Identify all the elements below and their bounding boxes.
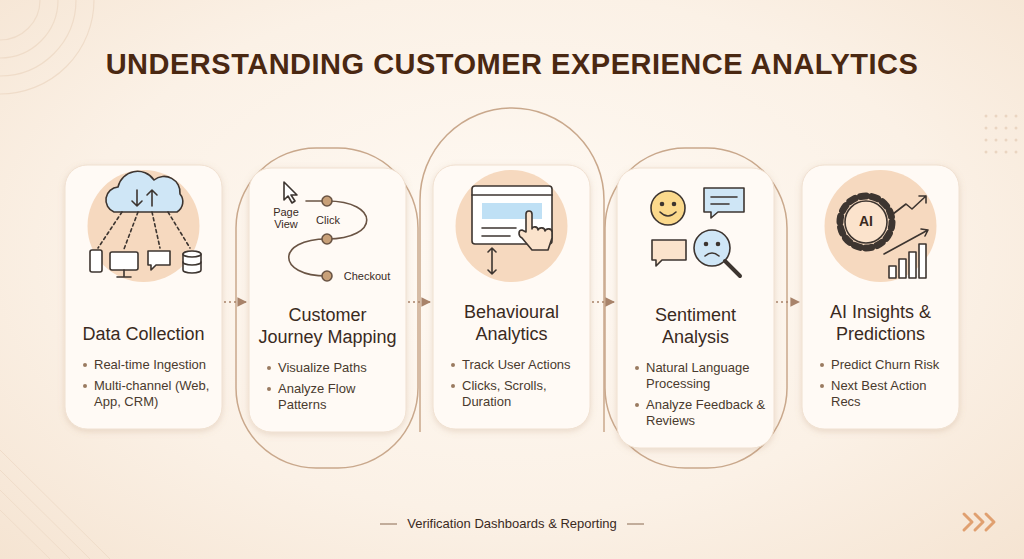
bullet-item: Analyze Feedback & Reviews	[629, 397, 766, 429]
journey-step-label: Click	[311, 214, 345, 226]
corner-circles	[0, 0, 94, 94]
flow-arrow	[776, 301, 800, 303]
bullet-text: Next Best Action Recs	[831, 378, 951, 410]
bullet-dot	[451, 363, 455, 367]
process-card: AI Insights & PredictionsPredict Churn R…	[802, 165, 959, 429]
bullet-text: Visualize Paths	[278, 360, 367, 376]
bullet-dot	[83, 363, 87, 367]
process-card: Customer Journey MappingVisualize PathsA…	[249, 168, 406, 432]
bullet-list: Real-time IngestionMulti-channel (Web, A…	[73, 357, 214, 410]
dot-grid	[985, 115, 1018, 154]
icons	[88, 170, 937, 282]
card-heading: Customer Journey Mapping	[257, 304, 398, 348]
bullet-text: Analyze Flow Patterns	[278, 381, 398, 413]
card-heading: Behavioural Analytics	[441, 301, 582, 345]
bullet-dot	[83, 384, 87, 388]
flow-arrow	[224, 301, 247, 303]
process-card: Data CollectionReal-time IngestionMulti-…	[65, 165, 222, 429]
flow-outlines	[236, 108, 787, 468]
bullet-item: Clicks, Scrolls, Duration	[445, 378, 582, 410]
flow-arrow	[592, 301, 615, 303]
process-card: Behavioural AnalyticsTrack User ActionsC…	[433, 165, 590, 429]
caption: Verification Dashboards & Reporting	[0, 516, 1024, 531]
bullet-item: Predict Churn Risk	[814, 357, 951, 373]
bullet-dot	[267, 366, 271, 370]
card-background	[802, 165, 959, 429]
card-background	[617, 168, 774, 448]
bullet-text: Analyze Feedback & Reviews	[646, 397, 766, 429]
card-background	[433, 165, 590, 429]
bullet-item: Visualize Paths	[261, 360, 398, 376]
bullet-text: Real-time Ingestion	[94, 357, 206, 373]
bullet-dot	[635, 366, 639, 370]
bullet-item: Analyze Flow Patterns	[261, 381, 398, 413]
bullet-dot	[635, 403, 639, 407]
card-background	[65, 165, 222, 429]
diagonal-lines	[0, 450, 110, 559]
bullet-text: Clicks, Scrolls, Duration	[462, 378, 582, 410]
bullet-list: Track User ActionsClicks, Scrolls, Durat…	[441, 357, 582, 410]
bullet-item: Track User Actions	[445, 357, 582, 373]
bullet-dot	[820, 384, 824, 388]
bullet-item: Multi-channel (Web, App, CRM)	[77, 378, 214, 410]
gear-label: AI	[851, 215, 881, 227]
bullet-item: Real-time Ingestion	[77, 357, 214, 373]
bullet-text: Natural Language Processing	[646, 360, 766, 392]
bullet-dot	[267, 387, 271, 391]
journey-step-label: Page View	[267, 206, 305, 230]
bullet-item: Next Best Action Recs	[814, 378, 951, 410]
card-heading: AI Insights & Predictions	[810, 301, 951, 345]
bullet-list: Predict Churn RiskNext Best Action Recs	[810, 357, 951, 410]
bullet-list: Visualize PathsAnalyze Flow Patterns	[257, 360, 398, 413]
card-background	[249, 168, 406, 432]
card-backgrounds	[65, 165, 959, 448]
bullet-text: Predict Churn Risk	[831, 357, 939, 373]
bullet-text: Multi-channel (Web, App, CRM)	[94, 378, 214, 410]
journey-step-label: Checkout	[337, 270, 397, 282]
card-heading: Sentiment Analysis	[625, 304, 766, 348]
chevrons	[964, 514, 994, 530]
bullet-item: Natural Language Processing	[629, 360, 766, 392]
bullet-dot	[451, 384, 455, 388]
bullet-text: Track User Actions	[462, 357, 571, 373]
process-card: Sentiment AnalysisNatural Language Proce…	[617, 168, 774, 448]
card-heading: Data Collection	[73, 301, 214, 345]
title: UNDERSTANDING CUSTOMER EXPERIENCE ANALYT…	[0, 48, 1024, 81]
flow-arrow	[408, 301, 431, 303]
bullet-list: Natural Language ProcessingAnalyze Feedb…	[625, 360, 766, 429]
bullet-dot	[820, 363, 824, 367]
